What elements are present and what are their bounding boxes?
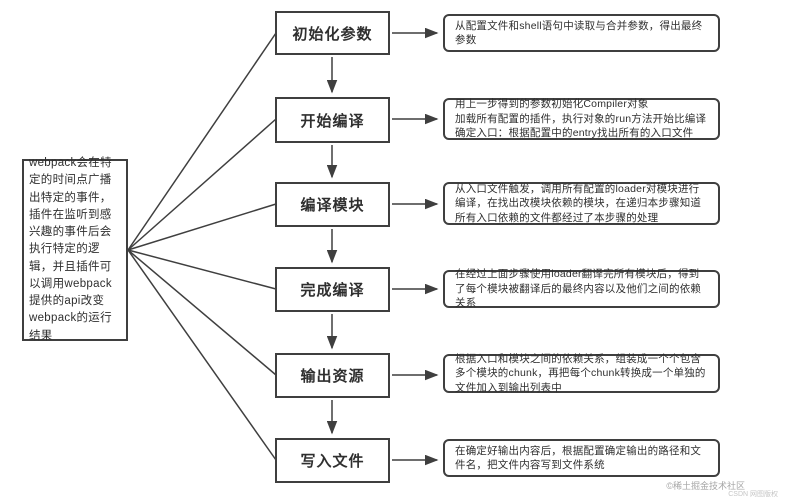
desc-box-init-params: 从配置文件和shell语句中读取与合并参数，得出最终参数 bbox=[443, 14, 720, 52]
plugin-note-text: webpack会在特定的时间点广播出特定的事件，插件在监听到感兴趣的事件后会执行… bbox=[29, 157, 112, 342]
step-box-write-files: 写入文件 bbox=[275, 438, 390, 483]
step-label: 初始化参数 bbox=[292, 25, 373, 43]
desc-text: 在确定好输出内容后，根据配置确定输出的路径和文件名，把文件内容写到文件系统 bbox=[455, 444, 702, 471]
csdn-watermark: CSDN 网图版权 bbox=[728, 491, 778, 498]
step-box-finish-compile: 完成编译 bbox=[275, 267, 390, 312]
fan-line bbox=[127, 118, 277, 251]
step-box-compile-module: 编译模块 bbox=[275, 182, 390, 227]
fan-line bbox=[127, 249, 277, 376]
step-label: 写入文件 bbox=[300, 453, 365, 470]
step-box-emit-assets: 输出资源 bbox=[275, 353, 390, 398]
desc-box-start-compile: 用上一步得到的参数初始化Compiler对象 加载所有配置的插件，执行对象的ru… bbox=[443, 98, 720, 140]
desc-box-emit-assets: 根据入口和模块之间的依赖关系，组装成一个个包含多个模块的chunk，再把每个ch… bbox=[443, 352, 720, 394]
fan-line bbox=[127, 203, 277, 251]
desc-text: 用上一步得到的参数初始化Compiler对象 加载所有配置的插件，执行对象的ru… bbox=[455, 98, 707, 140]
desc-box-finish-compile: 在经过上面步骤使用loader翻译完所有模块后，得到了每个模块被翻译后的最终内容… bbox=[443, 268, 720, 310]
fan-line bbox=[127, 32, 277, 251]
step-box-init-params: 初始化参数 bbox=[275, 11, 390, 55]
step-label: 开始编译 bbox=[300, 112, 365, 130]
desc-box-write-files: 在确定好输出内容后，根据配置确定输出的路径和文件名，把文件内容写到文件系统 bbox=[443, 439, 720, 477]
step-label: 编译模块 bbox=[300, 197, 365, 214]
juejin-watermark: ©稀土掘金技术社区 bbox=[666, 481, 745, 491]
step-label: 完成编译 bbox=[300, 282, 365, 299]
step-box-start-compile: 开始编译 bbox=[275, 97, 390, 143]
desc-text: 根据入口和模块之间的依赖关系，组装成一个个包含多个模块的chunk，再把每个ch… bbox=[455, 352, 706, 394]
desc-text: 从入口文件触发，调用所有配置的loader对模块进行编译，在找出改模块依赖的模块… bbox=[455, 182, 702, 224]
desc-text: 从配置文件和shell语句中读取与合并参数，得出最终参数 bbox=[455, 19, 703, 46]
desc-text: 在经过上面步骤使用loader翻译完所有模块后，得到了每个模块被翻译后的最终内容… bbox=[455, 268, 702, 310]
fan-line bbox=[127, 249, 277, 290]
step-label: 输出资源 bbox=[300, 368, 365, 385]
desc-box-compile-module: 从入口文件触发，调用所有配置的loader对模块进行编译，在找出改模块依赖的模块… bbox=[443, 182, 720, 225]
plugin-note-box: webpack会在特定的时间点广播出特定的事件，插件在监听到感兴趣的事件后会执行… bbox=[22, 157, 128, 342]
fan-line bbox=[127, 249, 277, 461]
